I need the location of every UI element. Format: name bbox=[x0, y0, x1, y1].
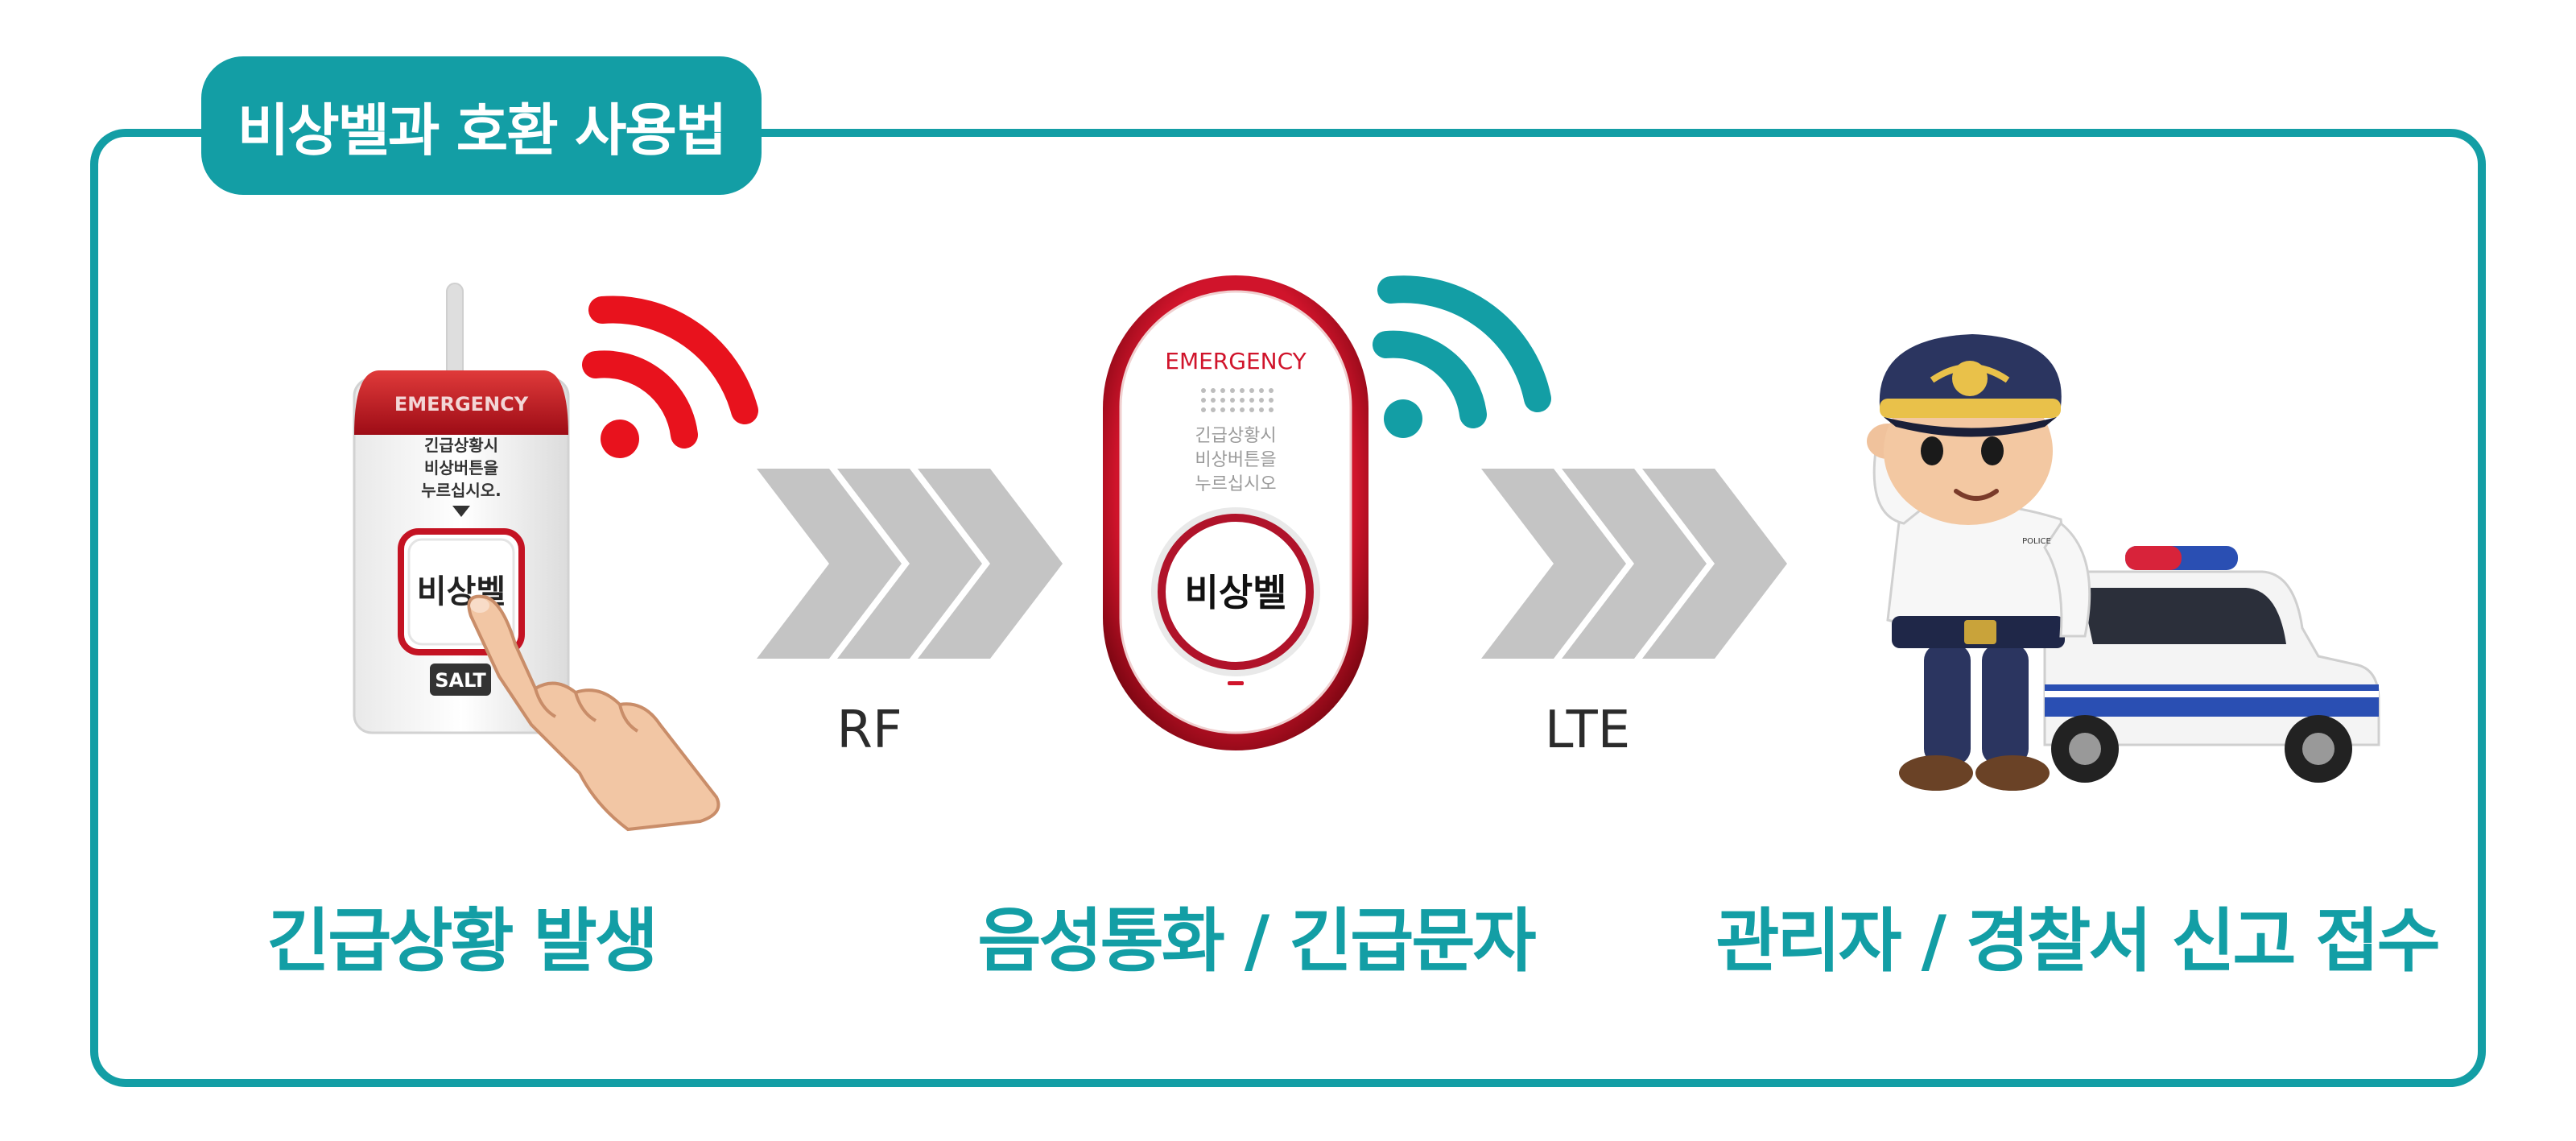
step-label-emergency: 긴급상황 발생 bbox=[266, 901, 658, 982]
device2-header: EMERGENCY bbox=[1165, 348, 1307, 374]
emergency-bell-device-1: EMERGENCY 긴급상황시 비상버튼을 누르십시오. 비상벨 SALT bbox=[353, 283, 570, 734]
device2-instruction-1: 긴급상황시 bbox=[1195, 426, 1276, 446]
step-label-report: 관리자 / 경찰서 신고 접수 bbox=[1715, 901, 2440, 982]
link-label-rf: RF bbox=[836, 701, 902, 760]
device2-instruction-2: 비상버튼을 bbox=[1195, 450, 1276, 470]
device1-instruction-2: 비상버튼을 bbox=[424, 458, 498, 477]
device1-header: EMERGENCY bbox=[394, 393, 529, 415]
device1-instruction-1: 긴급상황시 bbox=[424, 436, 498, 455]
step-label-call-sms: 음성통화 / 긴급문자 bbox=[977, 901, 1536, 982]
wifi-signal-rf-icon bbox=[582, 296, 758, 458]
speaker-grille-icon bbox=[1201, 388, 1274, 412]
pointing-finger-icon bbox=[467, 594, 720, 832]
emergency-bell-device-2: EMERGENCY 긴급상황시 비상버튼을 누르십시오 비상벨 bbox=[1103, 275, 1368, 750]
chevron-arrows-1-icon bbox=[757, 469, 1063, 659]
chevron-arrows-2-icon bbox=[1481, 469, 1787, 659]
device1-brand: SALT bbox=[435, 669, 486, 692]
device2-button-label: 비상벨 bbox=[1185, 571, 1287, 614]
link-label-lte: LTE bbox=[1544, 701, 1631, 760]
arrow-down-icon bbox=[452, 506, 470, 517]
police-car-icon bbox=[2043, 546, 2380, 783]
device2-instruction-3: 누르십시오 bbox=[1195, 474, 1276, 494]
police-badge-text: POLICE bbox=[2022, 537, 2051, 546]
wifi-signal-lte-icon bbox=[1373, 275, 1551, 438]
content-frame bbox=[90, 129, 2486, 1087]
police-officer-icon: POLICE bbox=[1867, 334, 2091, 791]
page-title: 비상벨과 호환 사용법 bbox=[201, 56, 762, 195]
device1-instruction-3: 누르십시오. bbox=[421, 481, 502, 500]
